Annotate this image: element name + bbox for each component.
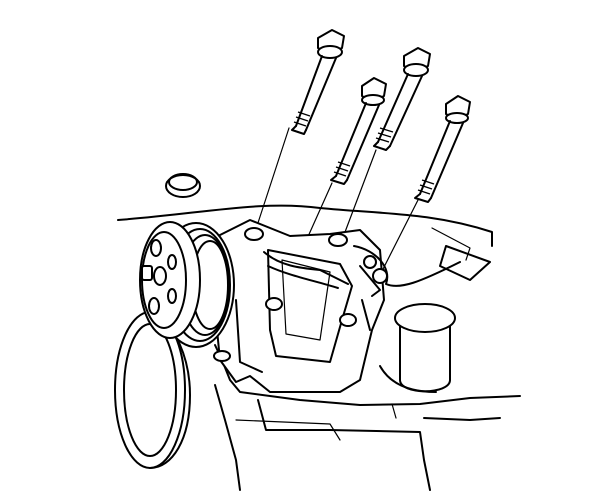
compressor-clutch-pulley	[139, 221, 235, 348]
bolt-1	[291, 29, 345, 135]
bolt-3	[373, 47, 431, 151]
oil-filter	[379, 303, 456, 393]
plug-cap	[165, 173, 201, 198]
leader-line-bolt-3	[341, 149, 377, 241]
compressor-body	[209, 219, 461, 393]
leader-line-bolt-4	[379, 199, 419, 276]
leader-line-bolt-1	[254, 127, 290, 233]
bolt-4	[414, 95, 471, 203]
bolt-2	[330, 77, 387, 185]
